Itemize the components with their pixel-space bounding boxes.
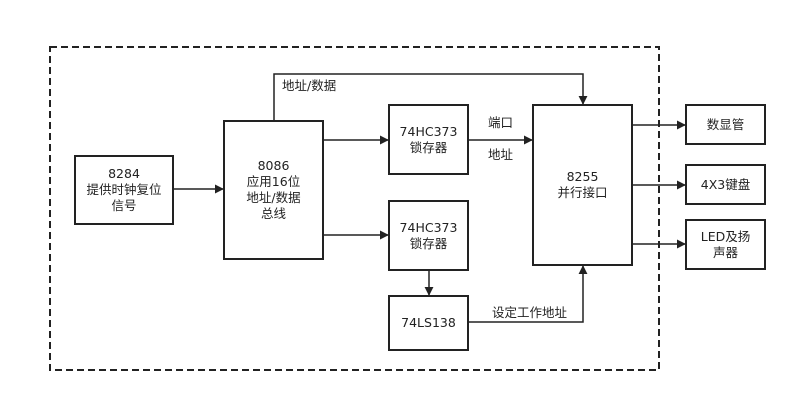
latch-bottom-block: 74HC373 锁存器 [388, 200, 469, 271]
latch-top-line-1: 74HC373 [399, 123, 458, 139]
arrow-decoder-to-ppi [469, 265, 588, 323]
decoder-line-1: 74LS138 [401, 315, 456, 330]
ppi-block: 8255 并行接口 [532, 104, 633, 266]
led-speaker-block: LED及扬 声器 [685, 219, 766, 270]
latch-bottom-line-2: 锁存器 [409, 235, 448, 251]
address-label: 地址 [488, 147, 514, 162]
cpu-block-line-4: 总线 [260, 206, 286, 221]
led-speaker-line-2: 声器 [712, 244, 738, 260]
decoder-block: 74LS138 [388, 295, 469, 351]
clock-block-line-1: 8284 [108, 166, 140, 181]
set-address-label: 设定工作地址 [492, 305, 568, 320]
bus-top-label: 地址/数据 [282, 78, 337, 93]
cpu-block-line-1: 8086 [257, 158, 290, 173]
ppi-line-1: 8255 [566, 169, 599, 184]
led-speaker-line-1: LED及扬 [700, 228, 751, 244]
port-label: 端口 [488, 115, 514, 130]
cpu-block-line-2: 应用16位 [246, 174, 301, 189]
latch-top-block: 74HC373 锁存器 [388, 104, 469, 175]
system-boundary [49, 46, 660, 371]
display-block: 数显管 [685, 104, 766, 145]
keypad-block: 4X3键盘 [685, 164, 766, 205]
latch-top-line-2: 锁存器 [409, 139, 448, 155]
cpu-block: 8086 应用16位 地址/数据 总线 [223, 120, 324, 260]
arrow-cpu-bus-to-ppi [273, 73, 588, 120]
clock-block-line-3: 信号 [111, 198, 137, 213]
cpu-block-line-3: 地址/数据 [246, 190, 301, 205]
ppi-line-2: 并行接口 [557, 185, 608, 200]
keypad-line-1: 4X3键盘 [700, 176, 751, 192]
latch-bottom-line-1: 74HC373 [399, 219, 458, 235]
clock-block-line-2: 提供时钟复位 [86, 182, 162, 197]
display-line-1: 数显管 [706, 116, 745, 132]
clock-generator-block: 8284 提供时钟复位 信号 [74, 155, 174, 225]
